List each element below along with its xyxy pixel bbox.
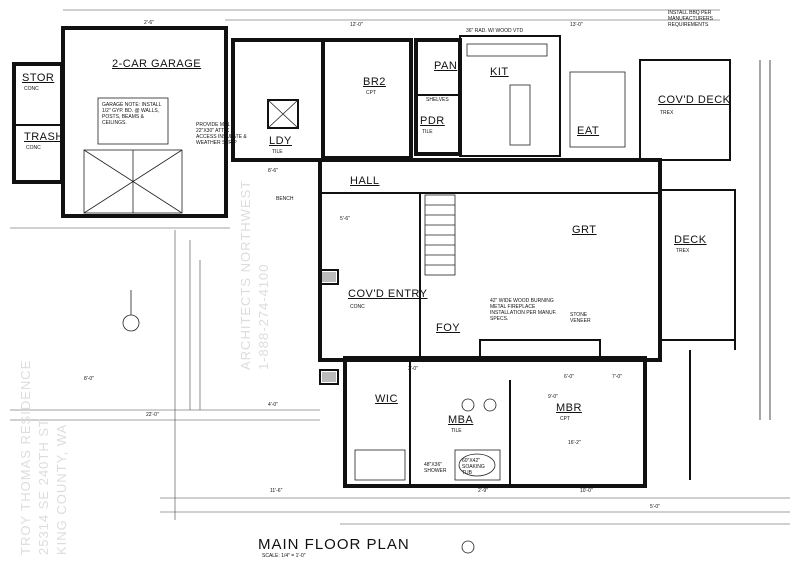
watermark-4: ARCHITECTS NORTHWEST	[238, 179, 253, 370]
entry-column	[319, 269, 339, 285]
room-br2: BR2	[363, 76, 386, 88]
shower	[354, 449, 406, 481]
entry-column-2	[319, 369, 339, 385]
room-pdr: PDR	[420, 115, 445, 127]
room-covd-entry-sub: CONC	[350, 304, 365, 310]
watermark-2: 25314 SE 240TH ST	[36, 418, 51, 555]
room-covd-deck-sub: TREX	[660, 110, 674, 116]
dining-table	[569, 71, 626, 148]
deck	[659, 189, 736, 341]
garage-note-box	[97, 97, 169, 145]
room-grt: GRT	[572, 224, 597, 236]
dim-label: 16'-2"	[568, 440, 581, 446]
master-suite-walls	[343, 356, 647, 488]
room-eat: EAT	[577, 125, 600, 137]
hood-note: 36" RAD. W/ WOOD VTD	[466, 28, 524, 34]
tub	[454, 449, 501, 481]
dim-label: 10'-0"	[580, 488, 593, 494]
section-marker	[122, 314, 140, 332]
room-garage: 2-CAR GARAGE	[112, 58, 202, 70]
watermark-5: 1-888-274-4100	[256, 263, 271, 370]
dim-label: 8'-0"	[84, 376, 94, 382]
garage-note: GARAGE NOTE: INSTALL 1/2" GYP. BD. @ WAL…	[102, 102, 162, 126]
dim-label: 7'-0"	[612, 374, 622, 380]
room-br2-sub: CPT	[366, 90, 376, 96]
room-pan: PAN	[434, 60, 458, 72]
br2-walls	[321, 38, 413, 160]
watermark-3: KING COUNTY, WA	[54, 423, 69, 555]
dim-label: 5'-6"	[340, 216, 350, 222]
dim-label: 8'-6"	[268, 168, 278, 174]
room-ldy: LDY	[269, 135, 292, 147]
dim-label: 12'-0"	[350, 22, 363, 28]
plan-title: MAIN FLOOR PLAN	[258, 536, 410, 553]
shower-note: 48"X36" SHOWER	[424, 462, 447, 474]
dim-label: 6'-0"	[564, 374, 574, 380]
dim-label: 11'-6"	[270, 488, 283, 494]
room-pdr-sub: TILE	[422, 129, 433, 135]
room-deck: DECK	[674, 234, 707, 246]
plan-scale: SCALE: 1/4" = 1'-0"	[262, 553, 306, 559]
bench-note: BENCH	[276, 196, 294, 202]
dim-label: 4'-0"	[268, 402, 278, 408]
dim-label: 2'-6"	[144, 20, 154, 26]
room-deck-sub: TREX	[676, 248, 690, 254]
attic-note: PROVIDE MIN. 22"X30" ATTIC ACCESS INSULA…	[196, 122, 247, 146]
great-room-walls	[318, 158, 662, 362]
bbq-note: INSTALL BBQ PER MANUFACTURERS REQUIREMEN…	[668, 10, 714, 28]
dim-label: 22'-0"	[146, 412, 159, 418]
watermark-1: TROY THOMAS RESIDENCE	[18, 359, 33, 555]
room-trash-sub: CONC	[26, 145, 41, 151]
room-stor-sub: CONC	[24, 86, 39, 92]
tub-note: 60"X42" SOAKING TUB	[462, 458, 485, 476]
shelves-note: SHELVES	[426, 97, 449, 103]
dim-label: 5'-0"	[650, 504, 660, 510]
title-marker	[461, 540, 475, 554]
room-hall: HALL	[350, 175, 380, 187]
dim-label: 2'-9"	[478, 488, 488, 494]
room-foy: FOY	[436, 322, 461, 334]
dim-label: 3'-0"	[408, 366, 418, 372]
room-mba-sub: TILE	[451, 428, 462, 434]
room-mba: MBA	[448, 414, 474, 426]
dim-label: 13'-0"	[570, 22, 583, 28]
room-kit: KIT	[490, 66, 509, 78]
storage-walls	[12, 62, 64, 184]
room-covd-entry: COV'D ENTRY	[348, 288, 428, 300]
kitchen-walls	[459, 35, 561, 157]
room-stor: STOR	[22, 72, 55, 84]
room-mbr-sub: CPT	[560, 416, 570, 422]
room-mbr: MBR	[556, 402, 582, 414]
room-covd-deck: COV'D DECK	[658, 94, 731, 106]
stone-note: STONE VENEER	[570, 312, 591, 324]
dim-label: 9'-0"	[548, 394, 558, 400]
fireplace-note: 42" WIDE WOOD BURNING METAL FIREPLACE IN…	[490, 298, 557, 322]
room-trash: TRASH	[24, 131, 64, 143]
room-wic: WIC	[375, 393, 398, 405]
room-ldy-sub: TILE	[272, 149, 283, 155]
covered-deck	[639, 59, 731, 161]
